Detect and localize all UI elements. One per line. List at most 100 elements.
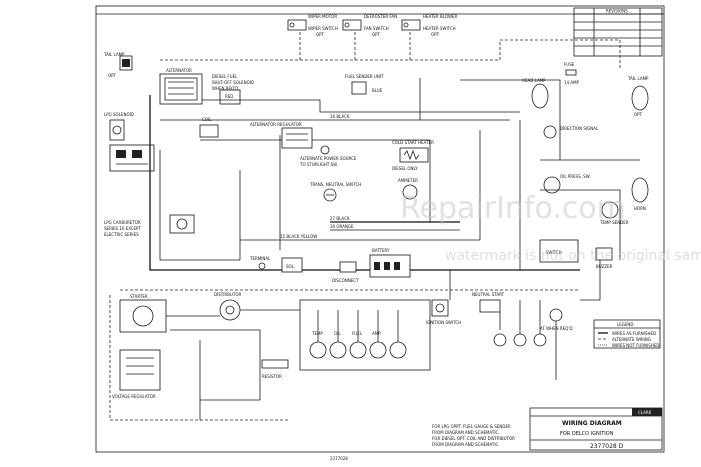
svg-text:TO STOPLIGHT SW.: TO STOPLIGHT SW. bbox=[299, 162, 338, 167]
instrument-cluster: TEMP OIL FUEL AMP bbox=[299, 299, 431, 371]
svg-text:ALTERNATE WIRING: ALTERNATE WIRING bbox=[612, 337, 651, 342]
svg-text:FUEL: FUEL bbox=[352, 331, 363, 336]
svg-text:OPT: OPT bbox=[372, 32, 381, 37]
svg-text:ALTERNATE POWER SOURCE: ALTERNATE POWER SOURCE bbox=[300, 156, 357, 161]
svg-text:SERIES 10 EXCEPT: SERIES 10 EXCEPT bbox=[104, 226, 141, 231]
svg-text:AMP: AMP bbox=[372, 331, 381, 336]
direction-signal: DIRECTION SIGNAL bbox=[543, 125, 599, 139]
tail-lamp-right: TAIL LAMP OPT bbox=[627, 76, 649, 117]
battery: BATTERY bbox=[369, 248, 411, 278]
svg-text:FUSE: FUSE bbox=[564, 62, 575, 67]
svg-text:AMMETER: AMMETER bbox=[398, 178, 418, 183]
svg-text:27 BLACK: 27 BLACK bbox=[330, 216, 350, 221]
fuel-sender-unit: FUEL SENDER UNIT BLUE bbox=[345, 74, 384, 95]
svg-text:LPG CARBURETOR: LPG CARBURETOR bbox=[104, 220, 141, 225]
starter-solenoid: SOL. bbox=[281, 257, 303, 273]
svg-text:SWITCH: SWITCH bbox=[546, 250, 562, 255]
alternator-module bbox=[109, 144, 155, 172]
svg-text:DIRECTION SIGNAL: DIRECTION SIGNAL bbox=[560, 126, 599, 131]
drawing-subtitle: FOR DELCO IGNITION bbox=[560, 431, 614, 437]
cold-start-heater: COLD START HEATER DIESEL ONLY bbox=[392, 140, 434, 171]
svg-text:COLD START HEATER: COLD START HEATER bbox=[392, 140, 434, 145]
svg-text:BUZZER: BUZZER bbox=[596, 264, 613, 269]
svg-text:COIL: COIL bbox=[202, 117, 212, 122]
ignition-switch: IGNITION SWITCH bbox=[426, 299, 461, 325]
alternator: ALTERNATOR bbox=[159, 68, 203, 105]
svg-text:TEMP SENDER: TEMP SENDER bbox=[599, 220, 629, 225]
drawing-number: 2377028 D bbox=[590, 443, 624, 450]
transmission-neutral-switch: TRANS. NEUTRAL SWITCH bbox=[309, 182, 361, 202]
fan-switch-label: FAN SWITCH bbox=[364, 26, 389, 31]
revision-block: REVISIONS bbox=[573, 7, 663, 57]
svg-text:LPG SOLENOID: LPG SOLENOID bbox=[104, 112, 134, 117]
alternate-power-source: ALTERNATE POWER SOURCE TO STOPLIGHT SW. bbox=[299, 145, 357, 167]
svg-text:FUEL SENDER UNIT: FUEL SENDER UNIT bbox=[345, 74, 384, 79]
tail-lamp-left: TAIL LAMP OPT bbox=[103, 52, 133, 78]
alternator-regulator: ALTERNATOR REGULATOR bbox=[250, 122, 313, 149]
svg-text:TAIL LAMP: TAIL LAMP bbox=[627, 76, 649, 81]
svg-text:IGNITION SWITCH: IGNITION SWITCH bbox=[426, 320, 461, 325]
disconnect: DISCONNECT bbox=[332, 261, 359, 283]
fuse: FUSE 14 AMP bbox=[564, 62, 580, 85]
oil-gauge bbox=[329, 341, 347, 359]
svg-text:FOR LPG OPPT. FUEL GAUGE & SEN: FOR LPG OPPT. FUEL GAUGE & SENDER bbox=[432, 424, 511, 429]
svg-text:SHUT-OFF SOLENOID: SHUT-OFF SOLENOID bbox=[212, 80, 254, 85]
lpg-solenoid: LPG SOLENOID bbox=[104, 112, 134, 141]
svg-text:FROM DIAGRAM AND SCHEMATIC.: FROM DIAGRAM AND SCHEMATIC. bbox=[432, 430, 500, 435]
svg-text:RED: RED bbox=[225, 94, 233, 99]
svg-text:OPT: OPT bbox=[316, 32, 325, 37]
switch-box-right: SWITCH bbox=[539, 239, 579, 263]
title-block: CLARK WIRING DIAGRAM FOR DELCO IGNITION … bbox=[529, 407, 663, 451]
horn: HORN bbox=[631, 177, 649, 211]
head-lamp-left: HEAD LAMP bbox=[522, 78, 549, 109]
company-logo: CLARK bbox=[638, 410, 652, 415]
legend-title: LEGEND bbox=[617, 322, 633, 327]
svg-text:WIRES AS FURNISHED: WIRES AS FURNISHED bbox=[612, 331, 656, 336]
svg-text:16 BLACK: 16 BLACK bbox=[330, 114, 350, 119]
svg-text:FROM DIAGRAM AND SCHEMATIC.: FROM DIAGRAM AND SCHEMATIC. bbox=[432, 442, 500, 447]
temp-sender: TEMP SENDER bbox=[599, 201, 629, 225]
resistor: RESISTOR bbox=[261, 359, 289, 379]
svg-text:SOL.: SOL. bbox=[286, 264, 295, 269]
drawing-title: WIRING DIAGRAM bbox=[562, 420, 622, 427]
amp-gauge bbox=[369, 341, 387, 359]
svg-text:BLUE: BLUE bbox=[372, 88, 383, 93]
voltage-regulator: VOLTAGE REGULATOR bbox=[112, 349, 161, 399]
svg-text:OIL PRESS. SW.: OIL PRESS. SW. bbox=[560, 174, 590, 179]
svg-text:WHEN REQ'D: WHEN REQ'D bbox=[212, 86, 238, 91]
lpg-carburetor: LPG CARBURETOR SERIES 10 EXCEPT ELECTRIC… bbox=[104, 214, 195, 237]
svg-text:RESISTOR: RESISTOR bbox=[262, 374, 282, 379]
ignition-coil: COIL bbox=[199, 117, 219, 138]
top-switch-group: WIPER MOTOR WIPER SWITCH OPT DEFROSTER F… bbox=[287, 14, 457, 37]
bottom-notes: FOR LPG OPPT. FUEL GAUGE & SENDER FROM D… bbox=[432, 424, 515, 447]
defroster-fan-label: DEFROSTER FAN bbox=[364, 14, 397, 19]
ammeter: AMMETER bbox=[398, 178, 418, 200]
svg-text:DIESEL FUEL: DIESEL FUEL bbox=[212, 74, 238, 79]
svg-text:TRANS. NEUTRAL SWITCH: TRANS. NEUTRAL SWITCH bbox=[309, 182, 361, 187]
accessory-harness-wire bbox=[160, 39, 621, 70]
diesel-fuel-shutoff-solenoid: DIESEL FUEL SHUT-OFF SOLENOID WHEN REQ'D bbox=[212, 74, 254, 105]
heater-switch-label: HEATER SWITCH bbox=[423, 26, 456, 31]
svg-text:30 ORANGE: 30 ORANGE bbox=[330, 224, 354, 229]
svg-text:OPT: OPT bbox=[634, 112, 643, 117]
svg-text:ALTERNATOR REGULATOR: ALTERNATOR REGULATOR bbox=[250, 122, 302, 127]
svg-text:NEUTRAL START: NEUTRAL START bbox=[472, 292, 505, 297]
svg-text:15 BLACK YELLOW: 15 BLACK YELLOW bbox=[280, 234, 317, 239]
fuel-gauge bbox=[349, 341, 367, 359]
svg-text:HEAD LAMP: HEAD LAMP bbox=[522, 78, 546, 83]
svg-text:14 AMP: 14 AMP bbox=[564, 80, 580, 85]
wiper-switch-label: WIPER SWITCH bbox=[308, 26, 338, 31]
starter-motor: STARTER bbox=[119, 294, 167, 333]
svg-text:DISTRIBUTOR: DISTRIBUTOR bbox=[214, 292, 241, 297]
bottom-code: 2377028 bbox=[330, 456, 348, 461]
svg-text:DIESEL ONLY: DIESEL ONLY bbox=[392, 166, 418, 171]
main-harness: RED 16 BLACK 27 BLACK 30 ORANGE 15 BLACK… bbox=[120, 78, 640, 291]
svg-text:VOLTAGE REGULATOR: VOLTAGE REGULATOR bbox=[112, 394, 156, 399]
watermark-sub: watermark is not on the original sample bbox=[445, 248, 701, 264]
watermark: RepairInfo.com bbox=[400, 191, 626, 226]
terminal: TERMINAL bbox=[249, 256, 271, 270]
svg-text:BATTERY: BATTERY bbox=[372, 248, 390, 253]
svg-text:ELECTRIC SERIES: ELECTRIC SERIES bbox=[104, 232, 139, 237]
svg-text:FOR DIESEL OPT. COIL AND DISTR: FOR DIESEL OPT. COIL AND DISTRIBUTOR bbox=[432, 436, 515, 441]
